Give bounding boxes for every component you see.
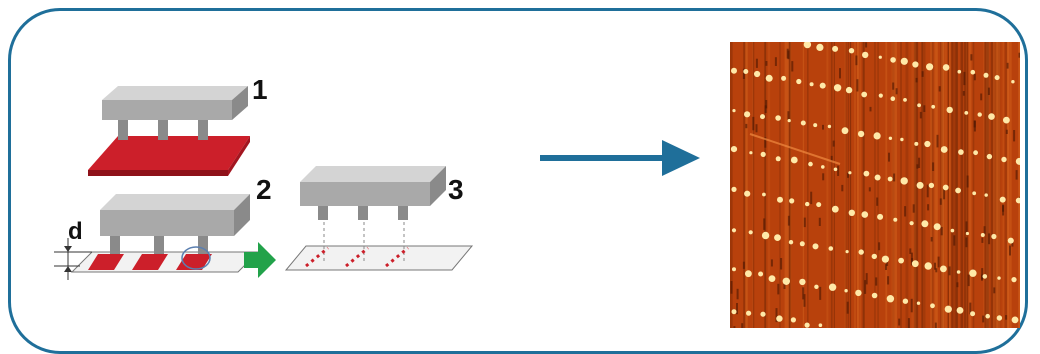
- step-2-illustration: [54, 194, 260, 280]
- step-label-3: 3: [448, 174, 464, 205]
- stamp-top: [102, 86, 248, 100]
- green-process-arrow: [244, 242, 276, 278]
- highlight-circle: [181, 246, 211, 270]
- afm-micrograph-canvas: [730, 42, 1020, 328]
- step-3-illustration: [284, 166, 474, 271]
- gap-label-d: d: [68, 218, 83, 245]
- main-arrow: [540, 140, 700, 176]
- step-label-1: 1: [252, 74, 268, 105]
- red-substrate: [88, 136, 250, 170]
- afm-micrograph: [730, 42, 1020, 328]
- step-label-2: 2: [256, 174, 272, 205]
- step-1-illustration: [88, 86, 250, 176]
